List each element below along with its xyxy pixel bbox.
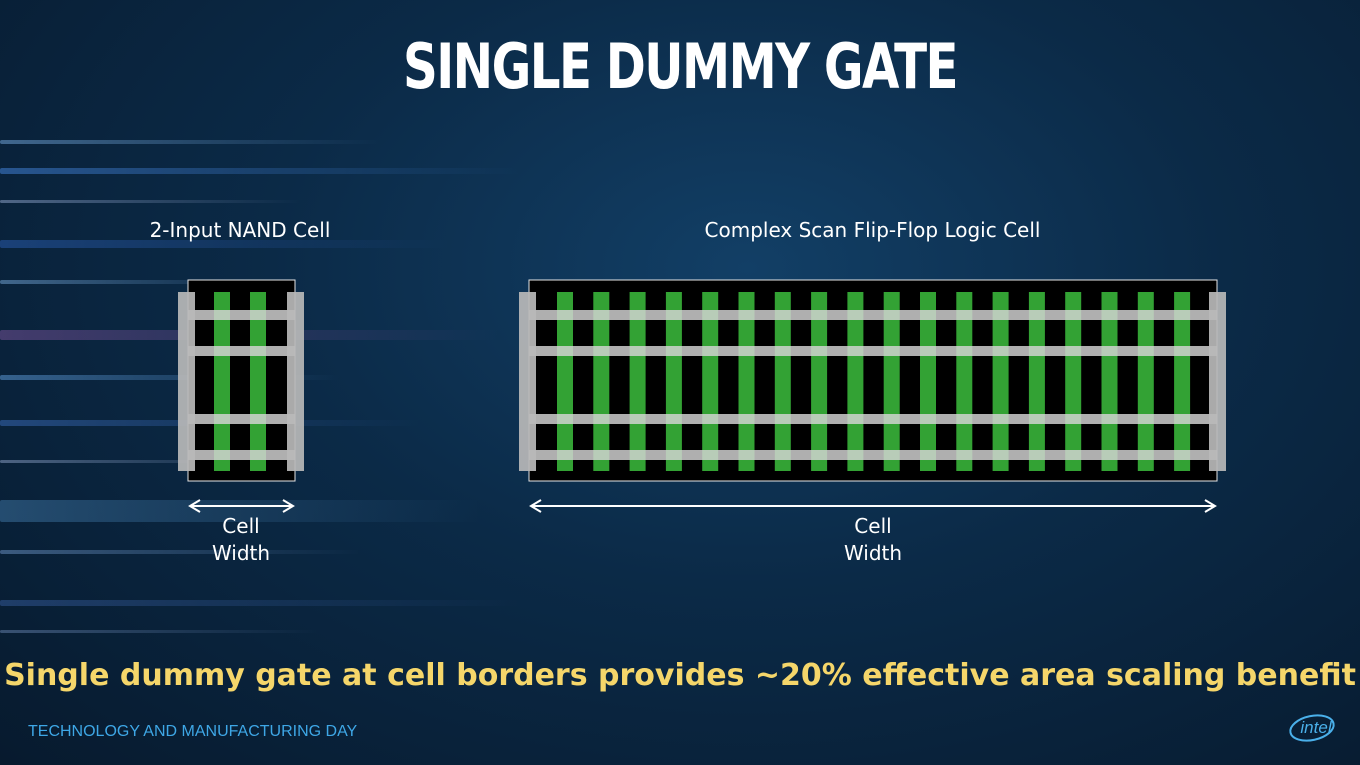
- flipflop-gate: [665, 292, 682, 471]
- flipflop-fin: [529, 346, 1217, 356]
- nand-cell-width-line1: Cell: [222, 514, 260, 538]
- nand-fin: [188, 414, 295, 424]
- nand-fin: [188, 310, 295, 320]
- flipflop-gate: [920, 292, 936, 471]
- footer-text: TECHNOLOGY AND MANUFACTURING DAY: [28, 723, 358, 740]
- flipflop-width-arrow-right-head: [1204, 499, 1217, 513]
- flipflop-gate: [1028, 292, 1045, 471]
- slide-title: SINGLE DUMMY GATE: [402, 30, 959, 103]
- flipflop-gate: [847, 292, 864, 471]
- flipflop-fin: [529, 450, 1217, 460]
- flipflop-gate: [1065, 292, 1082, 471]
- nand-cell-label: 2-Input NAND Cell: [149, 218, 331, 242]
- nand-dummy-gate-right: [287, 292, 304, 471]
- flipflop-fin: [529, 310, 1217, 320]
- intel-logo-text: intel: [1300, 718, 1332, 737]
- flipflop-fin: [529, 414, 1217, 424]
- flipflop-gate: [1174, 292, 1191, 471]
- benefit-statement: Single dummy gate at cell borders provid…: [4, 658, 1356, 693]
- flipflop-gate: [702, 292, 719, 471]
- flipflop-gate: [738, 292, 755, 471]
- flipflop-width-arrow-left-head: [529, 499, 542, 513]
- flipflop-gate: [774, 292, 791, 471]
- flipflop-gate: [992, 292, 1009, 471]
- flipflop-cell-width-line1: Cell: [854, 514, 892, 538]
- nand-cell-width-line2: Width: [211, 541, 271, 565]
- flipflop-gate: [956, 292, 973, 471]
- flipflop-gate: [811, 292, 828, 471]
- nand-fin: [188, 346, 295, 356]
- nand-fin: [188, 450, 295, 460]
- flipflop-gate: [629, 292, 646, 471]
- flipflop-gate: [883, 292, 900, 471]
- flipflop-gate: [1101, 292, 1118, 471]
- flipflop-dummy-gate-right: [1209, 292, 1226, 471]
- flipflop-dummy-gate-left: [519, 292, 536, 471]
- nand-width-arrow-left-head: [188, 499, 201, 513]
- nand-cell-width-label: Cell Width: [190, 513, 292, 567]
- flipflop-gate: [1137, 292, 1154, 471]
- intel-logo-icon: [1289, 714, 1335, 742]
- flipflop-cell-label: Complex Scan Flip-Flop Logic Cell: [704, 218, 1041, 242]
- nand-dummy-gate-left: [178, 292, 195, 471]
- flipflop-gate: [593, 292, 610, 471]
- flipflop-cell-width-line2: Width: [843, 541, 903, 565]
- flipflop-cell-width-label: Cell Width: [822, 513, 924, 567]
- nand-width-arrow-right-head: [282, 499, 295, 513]
- nand-gate: [214, 292, 230, 471]
- nand-gate: [250, 292, 266, 471]
- flipflop-gate: [557, 292, 573, 471]
